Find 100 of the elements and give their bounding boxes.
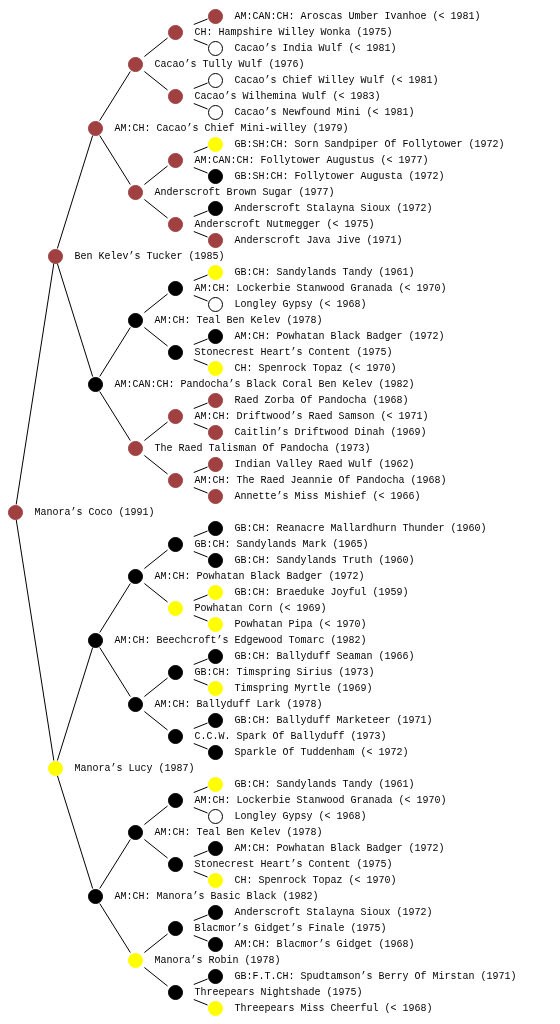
dog-name: Threepears Miss Cheerful (< 1968) (234, 1001, 433, 1015)
dog-name: AM:CAN:CH: Aroscas Umber Ivanhoe (< 1981) (234, 9, 481, 23)
dog-name: CH: Hampshire Willey Wonka (1975) (194, 25, 393, 39)
pedigree-line (143, 199, 168, 219)
dog-name: GB:CH: Timspring Sirius (1973) (194, 665, 375, 679)
pedigree-line (143, 677, 168, 697)
pedigree-line (193, 39, 208, 46)
pedigree-line (99, 583, 131, 633)
dog-name: AM:CAN:CH: Pandocha’s Black Coral Ben Kelev (1982) (114, 377, 415, 391)
pedigree-line (143, 549, 168, 569)
dog-name: GB:F.T.CH: Spudtamson’s Berry Of Mirstan (1971) (234, 969, 517, 983)
pedigree-line (193, 167, 208, 174)
pedigree-line (193, 871, 208, 878)
dog-name: GB:CH: Ballyduff Marketeer (1971) (234, 713, 433, 727)
pedigree-line (99, 71, 131, 121)
dog-name: AM:CH: Powhatan Black Badger (1972) (234, 841, 445, 855)
dog-name: AM:CH: The Raed Jeannie Of Pandocha (1968) (194, 473, 447, 487)
dog-name: GB:CH: Ballyduff Seaman (1966) (234, 649, 415, 663)
pedigree-line (193, 807, 208, 814)
pedigree-line (143, 421, 168, 441)
pedigree-line (15, 263, 55, 505)
pedigree-line (143, 293, 168, 313)
pedigree-line (193, 210, 208, 217)
pedigree-line (193, 487, 208, 494)
pedigree-line (143, 583, 168, 603)
pedigree-line (99, 647, 131, 697)
dog-name: Caitlin’s Driftwood Dinah (1969) (234, 425, 427, 439)
dog-name: Anderscroft Stalayna Sioux (1972) (234, 201, 433, 215)
pedigree-line (193, 103, 208, 110)
dog-name: Manora’s Robin (1978) (154, 953, 281, 967)
dog-name: Manora’s Lucy (1987) (74, 761, 195, 775)
pedigree-line (143, 327, 168, 347)
pedigree-line (143, 165, 168, 185)
pedigree-line (193, 978, 208, 985)
dog-name: Blacmor’s Gidget’s Finale (1975) (194, 921, 387, 935)
pedigree-line (143, 839, 168, 859)
pedigree-line (143, 455, 168, 475)
pedigree-line (193, 82, 208, 89)
pedigree-line (193, 722, 208, 729)
pedigree-line (99, 839, 131, 889)
pedigree-line (143, 71, 168, 91)
dog-name: Cacao’s Chief Willey Wulf (< 1981) (234, 73, 439, 87)
dog-name: Sparkle Of Tuddenham (< 1972) (234, 745, 409, 759)
pedigree-line (193, 786, 208, 793)
dog-name: Longley Gypsy (< 1968) (234, 809, 367, 823)
dog-name: AM:CH: Lockerbie Stanwood Granada (< 1970) (194, 281, 447, 295)
dog-name: Longley Gypsy (< 1968) (234, 297, 367, 311)
dog-name: Anderscroft Brown Sugar (1977) (154, 185, 335, 199)
pedigree-line (193, 146, 208, 153)
dog-name: AM:CH: Beechcroft’s Edgewood Tomarc (1982) (114, 633, 367, 647)
dog-name: AM:CH: Lockerbie Stanwood Granada (< 1970) (194, 793, 447, 807)
dog-name: Raed Zorba Of Pandocha (1968) (234, 393, 409, 407)
dog-name: GB:CH: Braeduke Joyful (1959) (234, 585, 409, 599)
pedigree-line (193, 679, 208, 686)
dog-name: GB:SH:CH: Follytower Augusta (1972) (234, 169, 445, 183)
dog-name: Powhatan Corn (< 1969) (194, 601, 327, 615)
pedigree-line (193, 338, 208, 345)
pedigree-line (143, 805, 168, 825)
dog-name: Timspring Myrtle (1969) (234, 681, 373, 695)
pedigree-line (99, 135, 131, 185)
pedigree-line (193, 615, 208, 622)
pedigree-line (56, 647, 94, 761)
dog-name: AM:CH: Powhatan Black Badger (1972) (234, 329, 445, 343)
dog-name: GB:CH: Sandylands Tandy (1961) (234, 777, 415, 791)
pedigree-line (193, 295, 208, 302)
dog-name: Indian Valley Raed Wulf (1962) (234, 457, 415, 471)
dog-name: AM:CH: Teal Ben Kelev (1978) (154, 825, 323, 839)
pedigree-line (193, 423, 208, 430)
dog-name: Cacao’s India Wulf (< 1981) (234, 41, 397, 55)
dog-name: AM:CH: Powhatan Black Badger (1972) (154, 569, 365, 583)
dog-name: Stonecrest Heart’s Content (1975) (194, 857, 393, 871)
pedigree-line (193, 18, 208, 25)
pedigree-line (193, 594, 208, 601)
dog-name: Cacao’s Tully Wulf (1976) (154, 57, 305, 71)
pedigree-line (193, 231, 208, 238)
dog-name: AM:CH: Manora’s Basic Black (1982) (114, 889, 319, 903)
dog-name: Ben Kelev’s Tucker (1985) (74, 249, 225, 263)
dog-name: C.C.W. Spark Of Ballyduff (1973) (194, 729, 387, 743)
dog-name: Anderscroft Java Jive (1971) (234, 233, 403, 247)
pedigree-line (193, 466, 208, 473)
pedigree-line (56, 135, 94, 249)
pedigree-line (15, 519, 55, 761)
dog-name: Stonecrest Heart’s Content (1975) (194, 345, 393, 359)
dog-name: AM:CH: Blacmor’s Gidget (1968) (234, 937, 415, 951)
dog-name: CH: Spenrock Topaz (< 1970) (234, 873, 397, 887)
dog-name: AM:CH: Cacao’s Chief Mini-willey (1979) (114, 121, 349, 135)
pedigree-line (143, 37, 168, 57)
pedigree-line (193, 359, 208, 366)
pedigree-line (193, 850, 208, 857)
pedigree-line (193, 530, 208, 537)
pedigree-line (56, 775, 94, 889)
dog-name: Anderscroft Nutmegger (< 1975) (194, 217, 375, 231)
dog-name: AM:CH: Driftwood’s Raed Samson (< 1971) (194, 409, 429, 423)
dog-name: The Raed Talisman Of Pandocha (1973) (154, 441, 371, 455)
dog-name: Powhatan Pipa (< 1970) (234, 617, 367, 631)
pedigree-line (143, 967, 168, 987)
dog-name: AM:CAN:CH: Follytower Augustus (< 1977) (194, 153, 429, 167)
pedigree-line (99, 327, 131, 377)
pedigree-line (193, 999, 208, 1006)
dog-name: GB:CH: Sandylands Truth (1960) (234, 553, 415, 567)
